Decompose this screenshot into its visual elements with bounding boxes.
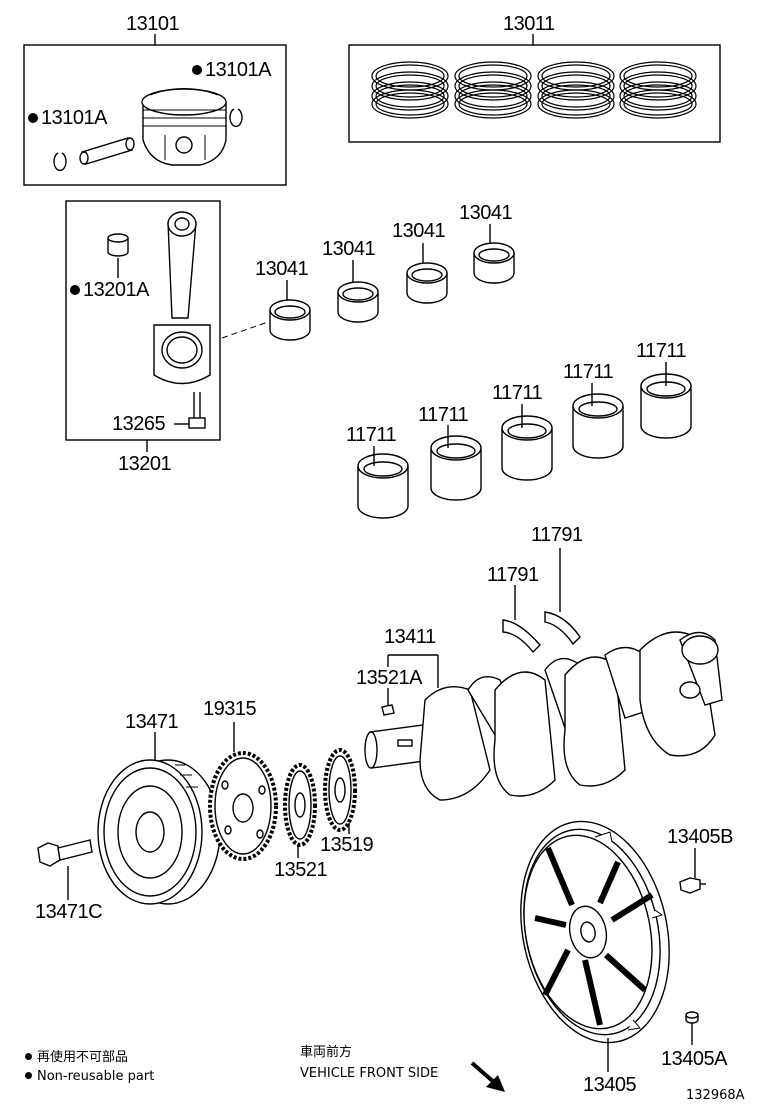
sensor-plate	[208, 751, 278, 861]
label-13041-c: 13041	[392, 220, 446, 242]
non-reusable-dot-icon	[28, 113, 38, 123]
front-side-arrow-icon	[470, 1061, 505, 1092]
drive-plate	[520, 820, 670, 1044]
legend-english: Non-reusable part	[25, 1070, 154, 1083]
crank-gear-13521	[283, 763, 317, 847]
conrod-bolt	[188, 392, 206, 429]
ring-set-box	[348, 44, 721, 143]
label-13521: 13521	[274, 859, 328, 881]
non-reusable-dot-icon	[70, 285, 80, 295]
leaders-11711	[373, 362, 667, 466]
leader-13411	[387, 654, 439, 688]
label-13201A: 13201A	[70, 280, 149, 300]
label-11711-c: 11711	[492, 382, 543, 404]
label-13101: 13101	[126, 13, 180, 35]
label-19315: 19315	[203, 698, 257, 720]
label-13519: 13519	[320, 834, 374, 856]
label-13041-d: 13041	[459, 202, 513, 224]
legend-japanese-text: 再使用不可部品	[37, 1050, 129, 1065]
label-13011: 13011	[503, 13, 555, 35]
piston-pin	[79, 137, 135, 165]
piston-ring-sets	[371, 61, 697, 119]
legend-english-text: Non-reusable part	[37, 1069, 155, 1084]
connecting-rod	[153, 211, 211, 385]
label-11711-e: 11711	[636, 340, 687, 362]
label-13101A-left-text: 13101A	[41, 107, 107, 129]
label-11711-b: 11711	[418, 404, 469, 426]
label-13101A-right: 13101A	[192, 60, 271, 80]
pulley-bolt	[37, 839, 93, 867]
label-13471: 13471	[125, 711, 179, 733]
knock-pin-13405A	[685, 1011, 699, 1024]
label-13471C: 13471C	[35, 901, 103, 923]
label-13405B: 13405B	[667, 826, 733, 848]
label-13411: 13411	[384, 626, 436, 648]
snap-rings	[53, 108, 243, 172]
leaders-11791	[514, 548, 561, 620]
crankshaft	[364, 631, 723, 801]
label-13101A-left: 13101A	[28, 108, 107, 128]
label-13041-b: 13041	[322, 238, 376, 260]
label-13201A-text: 13201A	[83, 279, 149, 301]
dash-conrod-to-bearing	[221, 321, 269, 339]
legend-dot-icon	[25, 1053, 32, 1060]
figure-id: 132968A	[686, 1088, 745, 1103]
label-13265: 13265	[112, 413, 166, 435]
direction-english: VEHICLE FRONT SIDE	[300, 1066, 439, 1081]
conrod-box	[65, 200, 221, 441]
direction-japanese: 車両前方	[300, 1045, 353, 1060]
crank-key-13521A	[381, 704, 395, 716]
crank-pulley	[97, 759, 221, 905]
drive-plate-bolt-13405B	[679, 877, 706, 894]
non-reusable-dot-icon	[192, 65, 202, 75]
legend-japanese: 再使用不可部品	[25, 1051, 128, 1064]
label-13101A-right-text: 13101A	[205, 59, 271, 81]
piston-drawing	[141, 88, 227, 166]
conrod-bushing	[107, 233, 129, 257]
label-11711-d: 11711	[563, 361, 614, 383]
conrod-bearings	[269, 242, 515, 341]
thrust-washers	[502, 611, 581, 654]
label-13041-a: 13041	[255, 258, 309, 280]
oil-pump-gear-13519	[323, 748, 357, 832]
label-11791-b: 11791	[531, 524, 583, 546]
label-13405: 13405	[583, 1074, 637, 1096]
legend-dot-icon	[25, 1072, 32, 1079]
label-13521A: 13521A	[356, 667, 422, 689]
label-11791-a: 11791	[487, 564, 539, 586]
label-13405A: 13405A	[661, 1048, 727, 1070]
label-13201: 13201	[118, 453, 172, 475]
label-11711-a: 11711	[346, 424, 397, 446]
leaders-13041	[286, 224, 491, 300]
